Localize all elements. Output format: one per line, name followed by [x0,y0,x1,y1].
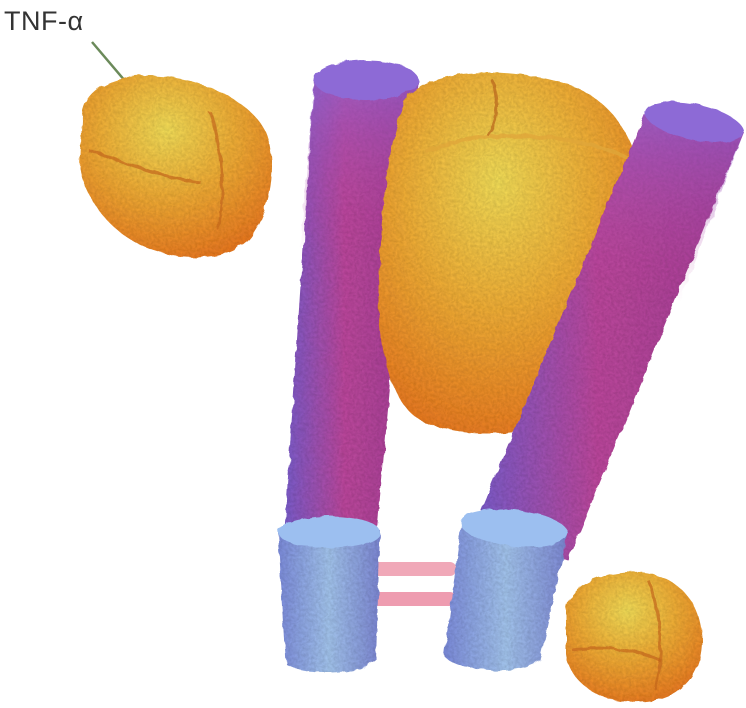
tnf-trimer-free-top [80,75,272,257]
membrane-base-right [444,504,570,670]
tnf-alpha-label: TNF-α [4,6,84,37]
membrane-base-left [278,516,380,673]
tnf-trimer-free-bottom [566,572,702,702]
